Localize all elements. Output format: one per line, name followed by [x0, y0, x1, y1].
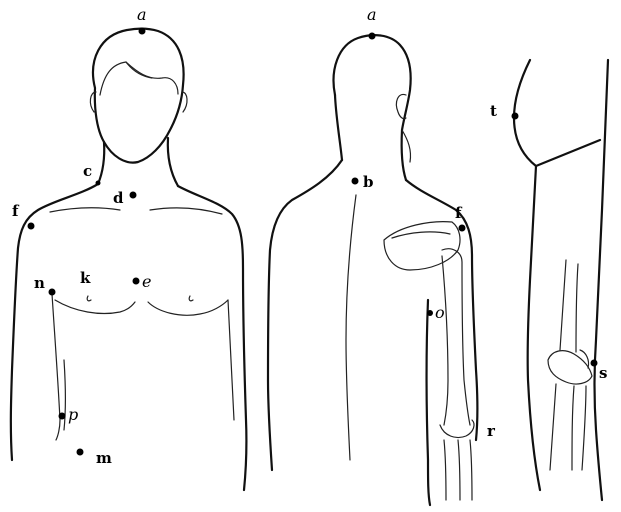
back-label-f: f [455, 204, 463, 222]
back-point-f [459, 225, 466, 232]
front-left-nipple [87, 296, 91, 301]
front-label-e: e [142, 272, 151, 291]
front-label-a: a [137, 5, 147, 24]
back-humerus-inner [442, 256, 448, 425]
front-label-n: n [34, 274, 45, 292]
back-left-shoulder [268, 160, 342, 470]
side-hip-outline [514, 60, 600, 166]
back-point-b [352, 178, 359, 185]
back-forearm-3 [470, 440, 472, 500]
front-head-outline [93, 29, 184, 163]
back-point-a [369, 33, 376, 40]
side-fibula [582, 386, 586, 470]
front-right-nipple [189, 296, 193, 301]
front-neck-left [98, 142, 104, 184]
front-left-arm-inner [52, 294, 60, 440]
back-body-figure [268, 35, 478, 505]
side-femur-2 [576, 264, 578, 352]
front-left-clavicle [50, 208, 120, 212]
side-femur-1 [560, 260, 566, 350]
back-spine-line [346, 195, 356, 460]
front-label-d: d [113, 189, 124, 207]
front-label-p: p [68, 405, 78, 424]
front-label-m: m [96, 449, 112, 467]
front-point-e [133, 278, 140, 285]
front-point-p [59, 413, 66, 420]
front-point-c [96, 181, 101, 186]
back-forearm-2 [458, 440, 460, 500]
back-forearm-1 [444, 440, 446, 500]
back-point-o [427, 310, 433, 316]
front-point-a [139, 28, 146, 35]
front-label-c: c [83, 162, 92, 180]
side-tibia-2 [572, 386, 574, 470]
front-neck-right [168, 138, 178, 186]
front-label-f: f [12, 202, 20, 220]
front-right-clavicle [150, 208, 222, 214]
front-chest-left [55, 300, 135, 314]
front-right-shoulder [178, 186, 246, 490]
front-point-d [130, 192, 137, 199]
front-hairline [100, 62, 178, 95]
back-scapula [384, 222, 460, 270]
back-scapula-spine [392, 232, 450, 238]
back-label-b: b [363, 173, 374, 191]
front-hair-parting [126, 62, 152, 78]
back-label-o: o [435, 303, 445, 322]
front-point-n [49, 289, 56, 296]
front-left-arm-inner-2 [64, 360, 66, 430]
side-knee-joint [548, 351, 592, 384]
back-humerus [442, 249, 470, 425]
side-leg-figure [514, 60, 608, 500]
back-arm-outer-left [427, 300, 431, 505]
back-head-neck-left [335, 95, 342, 160]
front-body-figure [11, 29, 247, 490]
side-leg-back-line [528, 166, 540, 490]
front-right-arm-inner [228, 300, 234, 420]
front-point-f [28, 223, 35, 230]
side-point-t [512, 113, 519, 120]
side-label-s: s [599, 364, 607, 382]
front-label-k: k [80, 269, 91, 287]
front-point-m [77, 449, 84, 456]
side-tibia-1 [550, 384, 556, 470]
back-label-a: a [367, 5, 377, 24]
back-jaw [402, 130, 411, 162]
back-label-r: r [487, 422, 496, 440]
side-label-t: t [490, 102, 497, 120]
back-elbow [440, 420, 474, 438]
side-leg-front-line [595, 60, 609, 500]
side-point-s [591, 360, 598, 367]
front-chest-right [148, 300, 228, 315]
